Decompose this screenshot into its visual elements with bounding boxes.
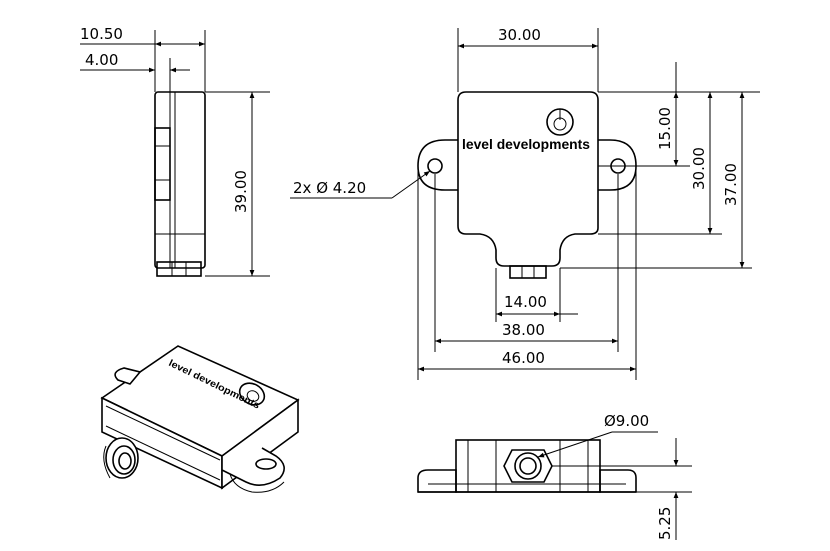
dim-side-height: 39.00 bbox=[232, 170, 250, 213]
side-view: 10.50 4.00 39.00 bbox=[80, 25, 270, 277]
front-connector-outer bbox=[514, 452, 542, 480]
diameter-leader-arrow bbox=[537, 431, 613, 458]
left-mounting-ear bbox=[417, 139, 458, 191]
hole-leader-arrow bbox=[391, 170, 431, 199]
brand-name: level developments bbox=[462, 136, 590, 152]
hole-callout: 2x Ø 4.20 bbox=[293, 179, 366, 197]
dim-side-width-total: 10.50 bbox=[80, 25, 123, 43]
top-view: level developments 30.00 15.00 30.00 37.… bbox=[290, 26, 760, 380]
front-connector-inner bbox=[519, 457, 537, 475]
dim-height-37: 37.00 bbox=[722, 163, 740, 206]
iso-edge bbox=[105, 405, 221, 461]
dim-hole-spacing: 38.00 bbox=[502, 321, 545, 339]
front-view: Ø9.00 5.25 bbox=[417, 412, 692, 540]
iso-ear-back bbox=[114, 367, 142, 385]
side-protrusion bbox=[154, 127, 171, 201]
iso-connector-mid bbox=[112, 445, 136, 475]
dim-connector-width: 14.00 bbox=[504, 293, 547, 311]
isometric-view: level developments bbox=[100, 345, 300, 493]
dim-height-30: 30.00 bbox=[690, 147, 708, 190]
dim-overall-width: 46.00 bbox=[502, 349, 545, 367]
dim-height-15: 15.00 bbox=[656, 107, 674, 150]
dim-connector-height: 5.25 bbox=[656, 507, 674, 540]
iso-mount-hole bbox=[255, 458, 277, 470]
front-connector-nut bbox=[503, 449, 553, 483]
top-connector-nut bbox=[509, 265, 547, 279]
dim-side-width-inner: 4.00 bbox=[85, 51, 118, 69]
iso-connector-outer bbox=[105, 437, 139, 479]
iso-edge bbox=[105, 425, 221, 481]
mounting-hole-left bbox=[427, 158, 443, 174]
iso-logo-inner bbox=[246, 390, 260, 402]
iso-ear-base bbox=[229, 473, 285, 493]
iso-logo-icon bbox=[238, 382, 266, 406]
iso-ear-right bbox=[221, 447, 285, 486]
front-left-ear bbox=[417, 469, 457, 493]
top-body-outline bbox=[457, 91, 599, 267]
side-connector-nut bbox=[156, 261, 202, 277]
front-right-ear bbox=[599, 469, 637, 493]
dim-top-width: 30.00 bbox=[498, 26, 541, 44]
iso-connector-edge bbox=[103, 445, 111, 479]
iso-connector-inner bbox=[118, 452, 132, 470]
right-mounting-ear bbox=[598, 139, 637, 191]
dim-connector-diameter: Ø9.00 bbox=[604, 412, 649, 430]
